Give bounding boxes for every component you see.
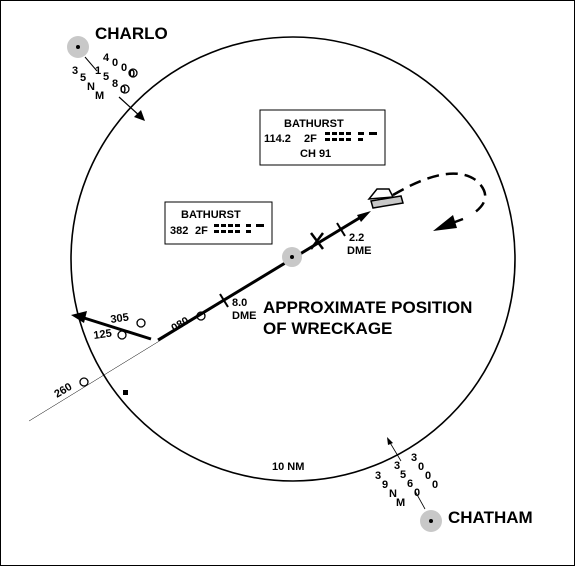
wreckage-caption-line1: APPROXIMATE POSITION (263, 298, 472, 317)
svg-text:5: 5 (400, 469, 406, 481)
vor-morse-code (325, 132, 377, 141)
range-ring (70, 36, 516, 482)
dme-22-label: DME (347, 245, 371, 257)
ndb-name: BATHURST (181, 209, 241, 221)
vor-channel: CH 91 (300, 148, 331, 160)
vor-name: BATHURST (284, 118, 344, 130)
chatham-bearing-arrowhead (387, 437, 393, 445)
svg-text:0: 0 (129, 68, 135, 80)
svg-text:3: 3 (72, 65, 78, 77)
charlo-radial-text: 4 0 0 0 (103, 52, 135, 80)
ndb-info-box: BATHURST 382 2F (164, 201, 273, 245)
svg-text:305: 305 (110, 312, 130, 326)
svg-text:3: 3 (411, 452, 417, 464)
vor-info-box: BATHURST 114.2 2F CH 91 (259, 109, 386, 166)
wreckage-x-marker (310, 232, 324, 250)
chatham-course-text: 3 5 6 0 (394, 460, 420, 499)
vor-frequency: 114.2 (264, 133, 291, 145)
ndb-frequency: 382 (170, 225, 188, 237)
dme-8-value: 8.0 (232, 297, 247, 309)
radial-305-arrowhead (71, 311, 87, 323)
svg-text:3: 3 (375, 470, 381, 482)
radial-305-label: 305 (110, 312, 146, 328)
svg-text:N: N (389, 488, 397, 500)
charlo-course-degree (120, 84, 130, 94)
charlo-bearing-line-upper (84, 56, 98, 72)
track-arrowhead (357, 211, 371, 222)
marker-square (123, 390, 128, 395)
svg-text:0: 0 (414, 487, 420, 499)
radial-305-line (80, 315, 152, 341)
svg-text:0: 0 (112, 57, 118, 69)
chatham-label: CHATHAM (448, 508, 533, 527)
bathurst-station-symbol (282, 247, 302, 267)
svg-text:M: M (396, 497, 405, 509)
svg-text:0: 0 (121, 62, 127, 74)
svg-text:N: N (87, 81, 95, 93)
svg-text:4: 4 (103, 52, 110, 64)
svg-text:0: 0 (425, 470, 431, 482)
dme-22-tick (336, 222, 346, 237)
charlo-bearing-arrowhead (134, 110, 145, 121)
inbound-track (157, 212, 367, 342)
charlo-label: CHARLO (95, 24, 168, 43)
svg-text:3: 3 (394, 460, 400, 472)
chatham-distance-text: 3 9 N M (375, 470, 405, 509)
radial-260-label: 260 (52, 377, 89, 401)
charlo-bearing-line-lower (118, 96, 142, 118)
svg-text:1: 1 (95, 65, 101, 77)
vor-symbol (367, 188, 404, 209)
svg-text:0: 0 (120, 84, 126, 96)
charlo-radial-degree (128, 68, 138, 78)
range-ring-label: 10 NM (272, 461, 304, 473)
svg-text:0: 0 (432, 479, 438, 491)
chatham-bearing-line (388, 440, 402, 462)
svg-text:080: 080 (169, 315, 191, 335)
vor-ident: 2F (304, 133, 317, 145)
svg-text:M: M (95, 90, 104, 102)
svg-text:9: 9 (382, 479, 388, 491)
charlo-distance-text: 3 5 N M (72, 65, 104, 102)
svg-text:5: 5 (80, 72, 86, 84)
ndb-morse-code (214, 224, 264, 233)
charlo-station-symbol (67, 36, 89, 58)
dme-22-value: 2.2 (349, 232, 364, 244)
svg-text:0: 0 (418, 461, 424, 473)
svg-text:8: 8 (112, 78, 118, 90)
wreckage-caption-line2: OF WRECKAGE (263, 319, 392, 338)
chatham-radial-text: 3 0 0 0 (411, 452, 438, 491)
svg-text:5: 5 (103, 71, 109, 83)
procedure-turn-path (392, 172, 487, 217)
ndb-ident: 2F (195, 225, 208, 237)
svg-text:260: 260 (52, 381, 74, 401)
procedure-turn-arrowhead (433, 215, 457, 231)
radial-125-label: 125 (93, 328, 127, 342)
svg-text:125: 125 (93, 328, 113, 342)
charlo-course-text: 1 5 8 0 (95, 65, 126, 96)
svg-text:6: 6 (407, 478, 413, 490)
chatham-station-symbol (420, 510, 442, 532)
dme-8-tick (219, 293, 229, 308)
chatham-bearing-line-lower (414, 490, 426, 510)
dme-8-label: DME (232, 310, 256, 322)
